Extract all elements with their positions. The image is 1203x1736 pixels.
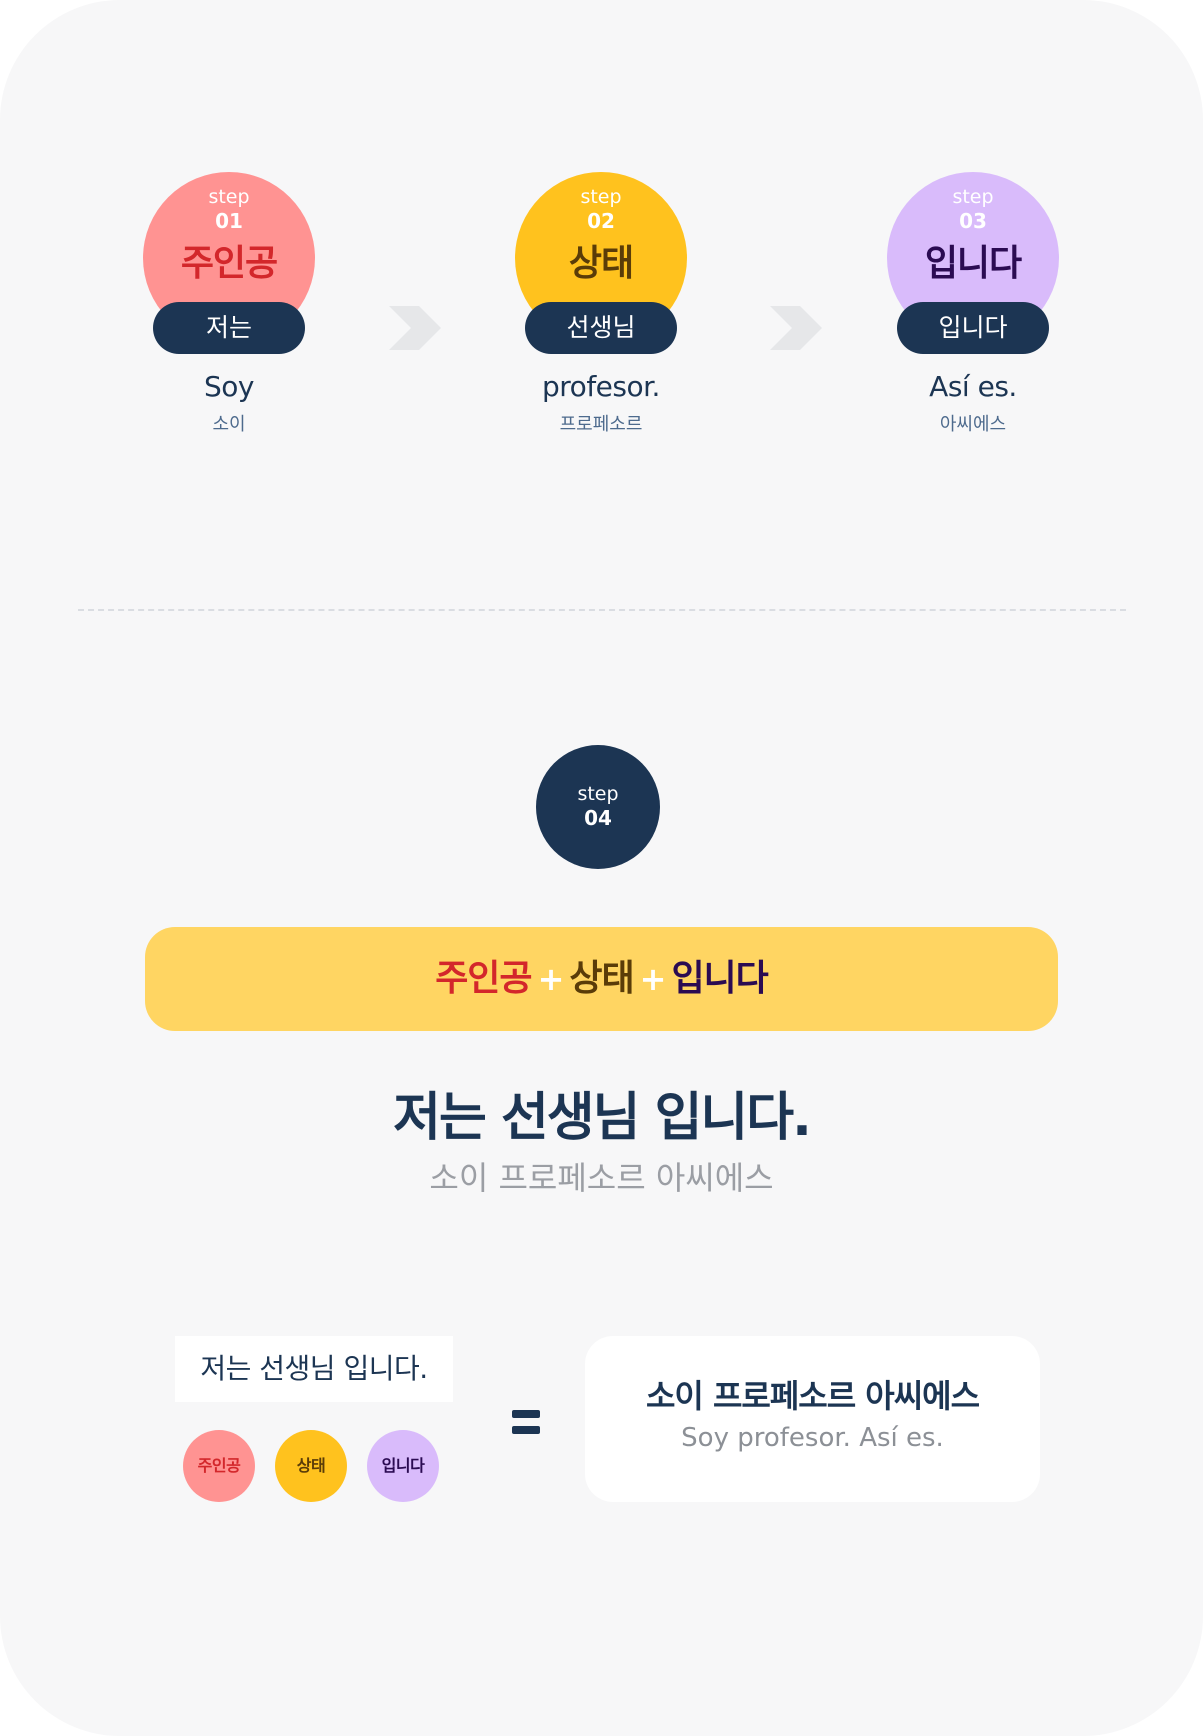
step-role: 주인공 (180, 243, 278, 284)
step-03: step 03 입니다 입니다 Así es. 아씨에스 (887, 172, 1059, 436)
step-label: step (577, 783, 619, 805)
step-number: 02 (587, 209, 615, 233)
formula-state: 상태 (569, 958, 634, 999)
chevron-right-icon (389, 306, 441, 350)
step-pill: 저는 (153, 302, 305, 354)
step-role: 입니다 (924, 243, 1022, 284)
step-pronunciation: 아씨에스 (939, 414, 1007, 435)
equals-icon (512, 1410, 540, 1434)
step-circle: step 03 입니다 입니다 (887, 172, 1059, 354)
summary-spanish: Soy profesor. Así es. (681, 1423, 944, 1453)
step-circle: step 02 상태 선생님 (515, 172, 687, 354)
formula-copula: 입니다 (671, 958, 768, 999)
summary-translation-box: 소이 프로페소르 아씨에스 Soy profesor. Así es. (585, 1336, 1040, 1502)
step-spanish: Soy (204, 370, 254, 403)
plus-icon: + (639, 960, 667, 998)
chevron-right-icon (770, 306, 822, 350)
step-number: 04 (584, 806, 612, 830)
step-number: 03 (959, 209, 987, 233)
formula-banner: 주인공+상태+입니다 (145, 927, 1058, 1031)
plus-icon: + (537, 960, 565, 998)
step-pronunciation: 프로페소르 (559, 414, 643, 435)
summary-pronunciation: 소이 프로페소르 아씨에스 (645, 1377, 980, 1415)
step-pill: 입니다 (897, 302, 1049, 354)
example-pronunciation: 소이 프로페소르 아씨에스 (429, 1159, 774, 1197)
step-04-badge: step 04 (536, 745, 660, 869)
chip-state: 상태 (275, 1430, 347, 1502)
step-number: 01 (215, 209, 243, 233)
chip-copula: 입니다 (367, 1430, 439, 1502)
step-02: step 02 상태 선생님 profesor. 프로페소르 (515, 172, 687, 436)
step-01: step 01 주인공 저는 Soy 소이 (143, 172, 315, 436)
step-label: step (952, 186, 994, 208)
example-sentence: 저는 선생님 입니다. (393, 1088, 812, 1148)
step-circle: step 01 주인공 저는 (143, 172, 315, 354)
step-spanish: Así es. (929, 370, 1017, 403)
step-pronunciation: 소이 (212, 414, 246, 435)
step-label: step (580, 186, 622, 208)
step-pill: 선생님 (525, 302, 677, 354)
summary-sentence: 저는 선생님 입니다. (175, 1336, 453, 1402)
chip-subject: 주인공 (183, 1430, 255, 1502)
formula-subject: 주인공 (435, 958, 532, 999)
step-role: 상태 (568, 243, 634, 284)
step-spanish: profesor. (542, 370, 660, 403)
dashed-divider (78, 609, 1126, 611)
step-label: step (208, 186, 250, 208)
